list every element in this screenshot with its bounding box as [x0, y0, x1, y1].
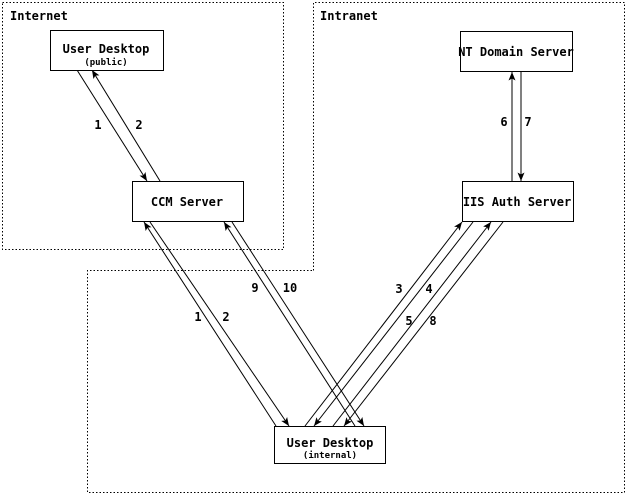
edge-label-3: 3 [395, 282, 402, 296]
user-desktop-public-box [50, 30, 164, 71]
intranet-zone-label: Intranet [320, 9, 378, 23]
iis-auth-server-title: IIS Auth Server [463, 195, 571, 209]
edge-ccm-to-internal-desktop-10 [231, 221, 365, 427]
node-nt-domain-server: NT Domain Server [458, 31, 574, 72]
ccm-server-title: CCM Server [151, 195, 223, 209]
edge-label-public-1: 1 [94, 118, 101, 132]
user-desktop-public-title: User Desktop [63, 42, 150, 56]
edge-label-internal-2: 2 [222, 310, 229, 324]
edge-label-5: 5 [405, 314, 412, 328]
nt-domain-server-box [460, 31, 573, 72]
edge-label-4: 4 [425, 282, 432, 296]
edge-label-8: 8 [429, 314, 436, 328]
user-desktop-internal-subtitle: (internal) [303, 450, 357, 461]
edge-internal-desktop-to-ccm-1 [143, 221, 277, 427]
edge-internal-desktop-to-iis-3 [304, 221, 463, 427]
user-desktop-public-subtitle: (public) [84, 57, 127, 68]
internet-zone-border [2, 2, 284, 250]
user-desktop-internal-box [274, 426, 386, 464]
edge-ccm-to-public-desktop-2 [91, 69, 161, 182]
node-iis-auth-server: IIS Auth Server [462, 181, 574, 222]
edge-internal-desktop-to-ccm-9 [223, 221, 356, 427]
node-user-desktop-public: User Desktop (public) [50, 30, 164, 71]
nt-domain-server-title: NT Domain Server [458, 45, 574, 59]
node-ccm-server: CCM Server [132, 181, 244, 222]
edge-label-6: 6 [500, 115, 507, 129]
edge-iis-to-internal-desktop-8 [343, 221, 504, 427]
edge-label-internal-1: 1 [194, 310, 201, 324]
internet-zone-label: Internet [10, 9, 68, 23]
edge-label-public-2: 2 [135, 118, 142, 132]
iis-auth-server-box [462, 181, 574, 222]
edge-label-9: 9 [251, 281, 258, 295]
edge-label-10: 10 [283, 281, 297, 295]
edge-internal-desktop-to-iis-5 [332, 221, 492, 427]
edge-ccm-to-internal-desktop-2 [149, 221, 290, 427]
edge-iis-to-internal-desktop-4 [313, 221, 474, 427]
edge-public-desktop-to-ccm-1 [76, 69, 148, 182]
node-user-desktop-internal: User Desktop (internal) [274, 426, 386, 464]
user-desktop-internal-title: User Desktop [287, 436, 374, 450]
edge-label-7: 7 [524, 115, 531, 129]
intranet-zone-border [87, 2, 625, 493]
ccm-server-box [132, 181, 244, 222]
